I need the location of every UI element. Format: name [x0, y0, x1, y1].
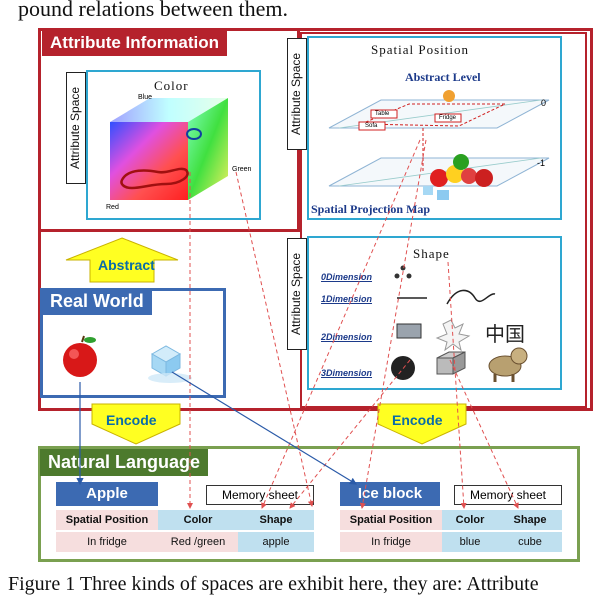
ice-value-shape: cube: [498, 532, 562, 552]
chinese-characters: 中国: [485, 324, 525, 346]
real-world-header: Real World: [42, 288, 152, 315]
axis-label-blue: Blue: [138, 94, 153, 101]
plane-tag-table: Table: [375, 111, 390, 117]
preceding-text: pound relations between them.: [18, 0, 289, 21]
color-panel-title: Color: [154, 78, 189, 93]
ice-header-color: Color: [442, 510, 498, 530]
color-cube-illustration: [110, 98, 228, 200]
spatial-position-panel: Spatial Position Abstract Level Table Fr…: [307, 36, 562, 220]
ice-header-shape: Shape: [498, 510, 562, 530]
real-world-illustration: [63, 335, 192, 383]
shape-illustrations: [391, 265, 528, 382]
encode-right-label: Encode: [392, 412, 443, 428]
apple-memory-sheet: Memory sheet: [206, 485, 314, 505]
color-panel: Color Blue Green Red: [86, 70, 261, 220]
apple-header-color: Color: [158, 510, 238, 530]
ice-value-color: blue: [442, 532, 498, 552]
ice-value-spatial: In fridge: [340, 532, 442, 552]
apple-title: Apple: [56, 482, 158, 506]
apple-value-color: Red /green: [158, 532, 238, 552]
tick-minus-one: -1: [537, 158, 546, 168]
figure-caption: Figure 1 Three kinds of spaces are exhib…: [8, 573, 539, 595]
shape-panel: Shape 0Dimension 1Dimension 2Dimension 3…: [307, 236, 562, 390]
encode-left-label: Encode: [106, 412, 157, 428]
axis-label-green: Green: [232, 166, 252, 173]
apple-header-shape: Shape: [238, 510, 314, 530]
spatial-attribute-space-label: Attribute Space: [287, 38, 307, 150]
tick-zero: 0: [541, 98, 547, 108]
plane-tag-fridge: Fridge: [439, 115, 457, 121]
spatial-projection-map-label: Spatial Projection Map: [311, 202, 431, 216]
color-attribute-space-label: Attribute Space: [66, 72, 86, 184]
attribute-information-header: Attribute Information: [42, 30, 228, 56]
spatial-planes-illustration: [328, 90, 550, 200]
apple-value-shape: apple: [238, 532, 314, 552]
ice-block-title: Ice block: [340, 482, 440, 506]
natural-language-header: Natural Language: [40, 449, 209, 476]
apple-value-spatial: In fridge: [56, 532, 158, 552]
ice-memory-sheet: Memory sheet: [454, 485, 562, 505]
abstract-arrow-label: Abstract: [98, 257, 155, 273]
plane-tag-sofa: Sofa: [365, 123, 378, 129]
abstract-level-label: Abstract Level: [405, 70, 481, 84]
abstract-arrow: [65, 237, 179, 283]
spatial-panel-title: Spatial Position: [371, 42, 469, 57]
apple-header-spatial: Spatial Position: [56, 510, 158, 530]
encode-arrow-left: [91, 403, 181, 445]
ice-header-spatial: Spatial Position: [340, 510, 442, 530]
shape-attribute-space-label: Attribute Space: [287, 238, 307, 350]
axis-label-red: Red: [106, 204, 119, 211]
